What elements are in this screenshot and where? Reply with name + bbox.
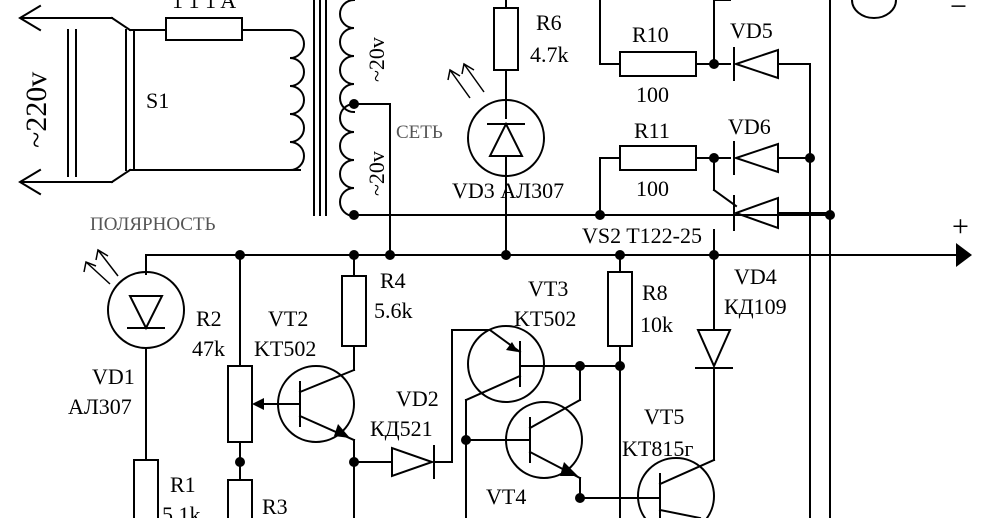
transistor-vt5 <box>637 457 716 518</box>
potentiometer-r2 <box>227 254 301 481</box>
resistor-r11 <box>595 145 731 220</box>
resistor-r4 <box>341 254 367 347</box>
vd2-type: КД521 <box>370 416 433 441</box>
r11-name: R11 <box>634 118 670 143</box>
positive-bus <box>145 103 972 267</box>
r1-name: R1 <box>170 472 196 497</box>
vd1-name: VD1 <box>92 364 135 389</box>
vd1-type: АЛ307 <box>68 394 132 419</box>
resistor-r10 <box>599 0 731 77</box>
resistor-r3 <box>227 479 253 518</box>
vt4-name: VT4 <box>486 484 526 509</box>
r4-value: 5.6k <box>374 298 413 323</box>
resistor-r6 <box>493 0 519 97</box>
thyristor-vs2 <box>712 157 835 256</box>
r1-value: 5.1k <box>162 502 201 518</box>
r10-value: 100 <box>636 82 669 107</box>
vt5-name: VT5 <box>644 404 684 429</box>
switch-s1 <box>110 16 301 184</box>
r2-name: R2 <box>196 306 222 331</box>
vd5-label: VD5 <box>730 18 773 43</box>
r2-value: 47k <box>192 336 225 361</box>
vt5-type: KT815г <box>622 436 693 461</box>
diode-vd4 <box>695 254 733 461</box>
vs2-label: VS2 T122-25 <box>582 223 702 248</box>
minus-label: − <box>950 0 967 23</box>
resistor-r8 <box>607 254 633 518</box>
vd4-name: VD4 <box>734 264 777 289</box>
led-vd1 <box>83 248 185 461</box>
transformer <box>288 0 831 220</box>
vd6-label: VD6 <box>728 114 771 139</box>
mains-input <box>18 4 113 196</box>
diode-vd6 <box>732 141 815 175</box>
diode-vd5 <box>713 0 811 81</box>
led-vd3 <box>447 62 545 251</box>
transistor-vt2 <box>277 345 359 518</box>
plus-label: + <box>952 210 969 243</box>
vd3-label: VD3 АЛ307 <box>452 178 564 203</box>
output-terminal-minus <box>850 0 898 19</box>
vd2-name: VD2 <box>396 386 439 411</box>
transistor-vt4 <box>465 365 661 503</box>
winding-upper-label: ~20v <box>364 37 389 82</box>
winding-lower-label: ~20v <box>364 151 389 196</box>
r4-name: R4 <box>380 268 406 293</box>
vt2-type: KT502 <box>254 336 316 361</box>
vt2-name: VT2 <box>268 306 308 331</box>
r10-name: R10 <box>632 22 669 47</box>
r3-name: R3 <box>262 494 288 518</box>
r8-name: R8 <box>642 280 668 305</box>
polarity-label: ПОЛЯРНОСТЬ <box>90 214 216 235</box>
switch-label: S1 <box>146 88 169 113</box>
r11-value: 100 <box>636 176 669 201</box>
resistor-r1 <box>133 459 159 518</box>
mains-voltage-label: ~220v <box>20 72 53 148</box>
vd4-type: КД109 <box>724 294 787 319</box>
r6-name: R6 <box>536 10 562 35</box>
r6-value: 4.7k <box>530 42 569 67</box>
vt3-type: KT502 <box>514 306 576 331</box>
transistor-vt3 <box>451 325 625 518</box>
diode-vd2 <box>353 329 471 479</box>
fuse-label: 1 1 1 A <box>172 0 236 13</box>
r8-value: 10k <box>640 312 673 337</box>
fuse <box>149 17 291 41</box>
net-indicator-label: СЕТЬ <box>396 122 443 143</box>
vt3-name: VT3 <box>528 276 568 301</box>
